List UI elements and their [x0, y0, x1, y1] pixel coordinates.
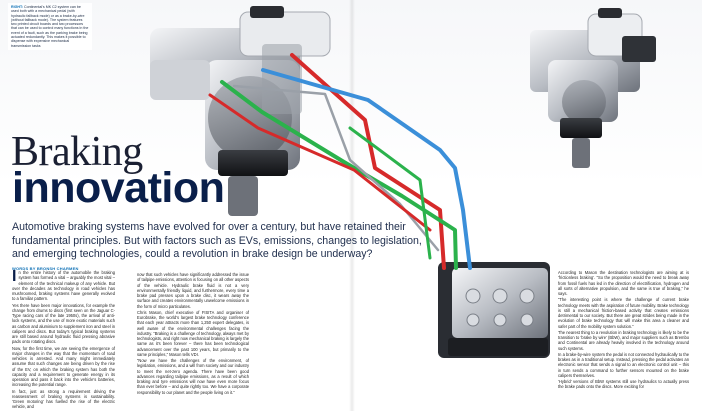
body-paragraph: Now, for the first time, we are seeing t…	[12, 345, 115, 388]
body-paragraph: In a brake-by-wire system the pedal is n…	[558, 351, 689, 378]
master-cylinder-unit	[150, 6, 331, 216]
standfirst: Automotive braking systems have evolved …	[12, 221, 422, 261]
esc-module-upper	[530, 8, 656, 168]
image-caption: RIGHT: Continental’s MK C2 system can be…	[8, 3, 92, 50]
abs-block-lower	[438, 262, 550, 358]
body-paragraph: Chris Mason, chief executive of FISITA a…	[137, 309, 249, 357]
body-column-2: now that such vehicles have significantl…	[137, 272, 249, 396]
body-paragraph: ‘Hybrid’ versions of BbW systems still u…	[558, 379, 689, 390]
body-paragraph: The nearest thing to a revolution in bra…	[558, 329, 689, 351]
page-gutter	[349, 0, 355, 411]
byline: WORDS BY BRONSH CHARMEN	[12, 266, 79, 271]
body-column-3: According to Mason the destination techn…	[558, 270, 689, 391]
body-paragraph: now that such vehicles have significantl…	[137, 272, 249, 309]
body-paragraph: Yes there have been major innovations, f…	[12, 302, 115, 345]
body-paragraph: According to Mason the destination techn…	[558, 270, 689, 296]
headline-line-1: Braking	[11, 129, 143, 175]
drop-cap: I	[12, 268, 17, 285]
body-paragraph: In fact, just as strong a requirement dr…	[12, 388, 115, 410]
caption-text: Continental’s MK C2 system can be used b…	[11, 5, 89, 48]
body-paragraph: “The interesting point is where the chal…	[558, 297, 689, 329]
body-paragraph: “Now we have the challenges of the envir…	[137, 358, 249, 395]
headline-line-2: innovation	[12, 164, 225, 212]
caption-lead: RIGHT:	[11, 5, 23, 9]
brake-lines	[208, 53, 472, 270]
